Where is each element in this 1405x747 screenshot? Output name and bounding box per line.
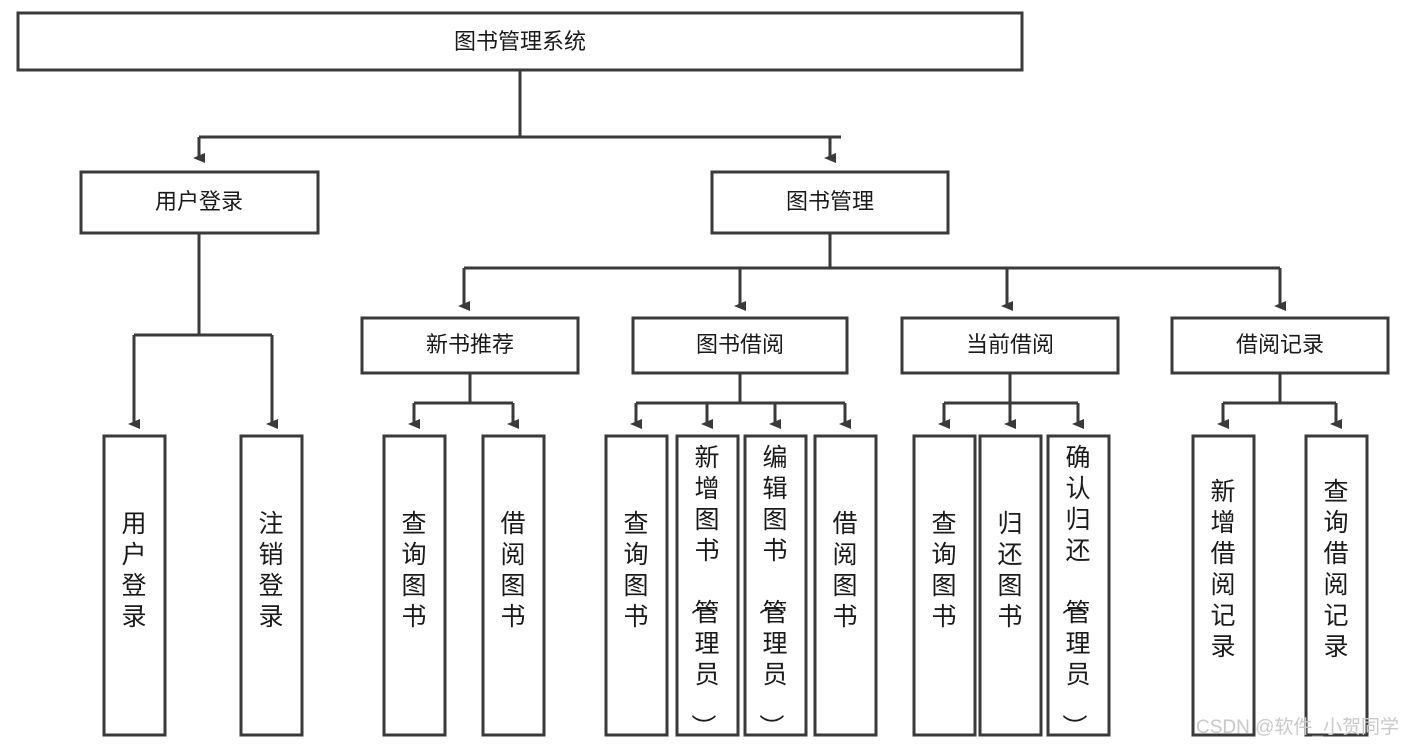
node-new-book-recommend[interactable]: 新书推荐 [360,316,580,375]
node-new-book-recommend-label: 新书推荐 [426,332,514,357]
node-leaf-query-book-3[interactable]: 查询图书 [912,434,977,737]
node-leaf-borrow-book-2[interactable]: 借阅图书 [813,434,878,737]
node-book-borrow[interactable]: 图书借阅 [631,316,849,375]
node-leaf-edit-book-label: 编辑图书（管理员） [756,444,787,739]
node-root[interactable]: 图书管理系统 [16,11,1024,72]
node-leaf-add-record-label: 新增借阅记录 [1210,478,1235,661]
node-leaf-confirm-return[interactable]: 确认归还（管理员） [1046,434,1111,739]
node-current-borrow-label: 当前借阅 [966,332,1054,357]
node-leaf-query-book-1-label: 查询图书 [401,510,426,631]
node-borrow-record-label: 借阅记录 [1236,332,1324,357]
connector-newbook-to-leaves [408,373,519,429]
node-root-label: 图书管理系统 [454,29,586,54]
node-leaf-query-book-2-label: 查询图书 [623,510,648,631]
node-leaf-confirm-return-label: 确认归还（管理员） [1059,444,1090,739]
csdn-watermark: CSDN @软件_小贺同学 [1196,716,1399,738]
node-borrow-record[interactable]: 借阅记录 [1170,316,1390,375]
node-book-borrow-label: 图书借阅 [696,332,784,357]
node-leaf-user-login-label: 用户登录 [121,510,146,631]
node-book-manage[interactable]: 图书管理 [710,170,950,235]
node-leaf-user-login[interactable]: 用户登录 [102,434,167,737]
node-leaf-return-book-label: 归还图书 [997,510,1022,631]
node-leaf-query-record[interactable]: 查询借阅记录 [1304,434,1369,737]
node-user-login[interactable]: 用户登录 [79,170,320,235]
node-leaf-add-record[interactable]: 新增借阅记录 [1191,434,1256,737]
node-leaf-query-book-1[interactable]: 查询图书 [382,434,447,737]
connector-borrowrecord-to-leaves [1217,373,1342,429]
node-leaf-query-book-3-label: 查询图书 [931,510,956,631]
node-leaf-edit-book[interactable]: 编辑图书（管理员） [743,434,808,739]
connector-bookmanage-to-level2 [458,233,1286,311]
node-leaf-borrow-book-1[interactable]: 借阅图书 [481,434,546,737]
connector-userlogin-to-leaves [128,233,278,429]
node-leaf-add-book[interactable]: 新增图书（管理员） [675,434,740,739]
connector-root-to-level1 [193,70,841,163]
node-leaf-user-logout-label: 注销登录 [258,510,283,631]
node-leaf-add-book-label: 新增图书（管理员） [688,444,719,739]
node-leaf-query-record-label: 查询借阅记录 [1323,478,1348,661]
node-leaf-borrow-book-2-label: 借阅图书 [832,510,857,631]
node-book-manage-label: 图书管理 [786,189,874,214]
connector-currentborrow-to-leaves [938,373,1084,429]
node-leaf-query-book-2[interactable]: 查询图书 [604,434,669,737]
connector-bookborrow-to-leaves [630,373,851,429]
node-leaf-user-logout[interactable]: 注销登录 [239,434,304,737]
node-user-login-label: 用户登录 [155,189,243,214]
node-leaf-return-book[interactable]: 归还图书 [978,434,1043,737]
node-leaf-borrow-book-1-label: 借阅图书 [500,510,525,631]
node-current-borrow[interactable]: 当前借阅 [900,316,1120,375]
